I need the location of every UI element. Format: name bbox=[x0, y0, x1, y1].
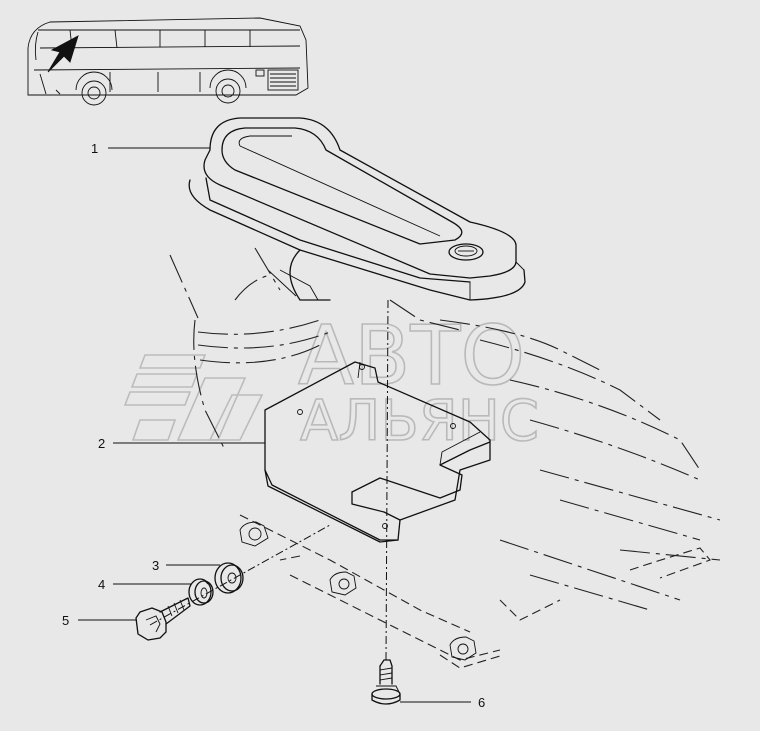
part-1-console-tray bbox=[188, 117, 526, 301]
part-2-mounting-bracket bbox=[264, 361, 491, 543]
callout-1-label: 1 bbox=[91, 141, 98, 156]
watermark-line-1: АВТО bbox=[298, 309, 525, 404]
part-4-spring-washer bbox=[188, 578, 214, 606]
callout-5-label: 5 bbox=[62, 613, 69, 628]
hidden-console-outline bbox=[169, 247, 701, 481]
callout-5: 5 bbox=[62, 613, 137, 628]
callout-6-label: 6 bbox=[478, 695, 485, 710]
callout-2: 2 bbox=[98, 436, 265, 451]
part-6-tapping-screw bbox=[371, 659, 401, 705]
bus-thumbnail bbox=[27, 17, 309, 106]
watermark-line-2: АЛЬЯНС bbox=[300, 389, 539, 454]
hidden-floor-outline bbox=[239, 469, 721, 669]
callout-1: 1 bbox=[91, 141, 210, 156]
part-3-flat-washer bbox=[214, 562, 244, 594]
callout-4: 4 bbox=[98, 577, 192, 592]
callout-2-label: 2 bbox=[98, 436, 105, 451]
part-5-hex-bolt bbox=[135, 597, 191, 641]
callout-3: 3 bbox=[152, 558, 220, 573]
callout-6: 6 bbox=[400, 695, 485, 710]
callout-3-label: 3 bbox=[152, 558, 159, 573]
watermark: АВТО АЛЬЯНС bbox=[123, 308, 540, 455]
screw-axis-line bbox=[385, 299, 389, 661]
bolt-axis-line bbox=[149, 524, 331, 626]
location-arrow-icon bbox=[47, 35, 79, 73]
callout-4-label: 4 bbox=[98, 577, 105, 592]
watermark-logo-icon bbox=[123, 354, 264, 441]
